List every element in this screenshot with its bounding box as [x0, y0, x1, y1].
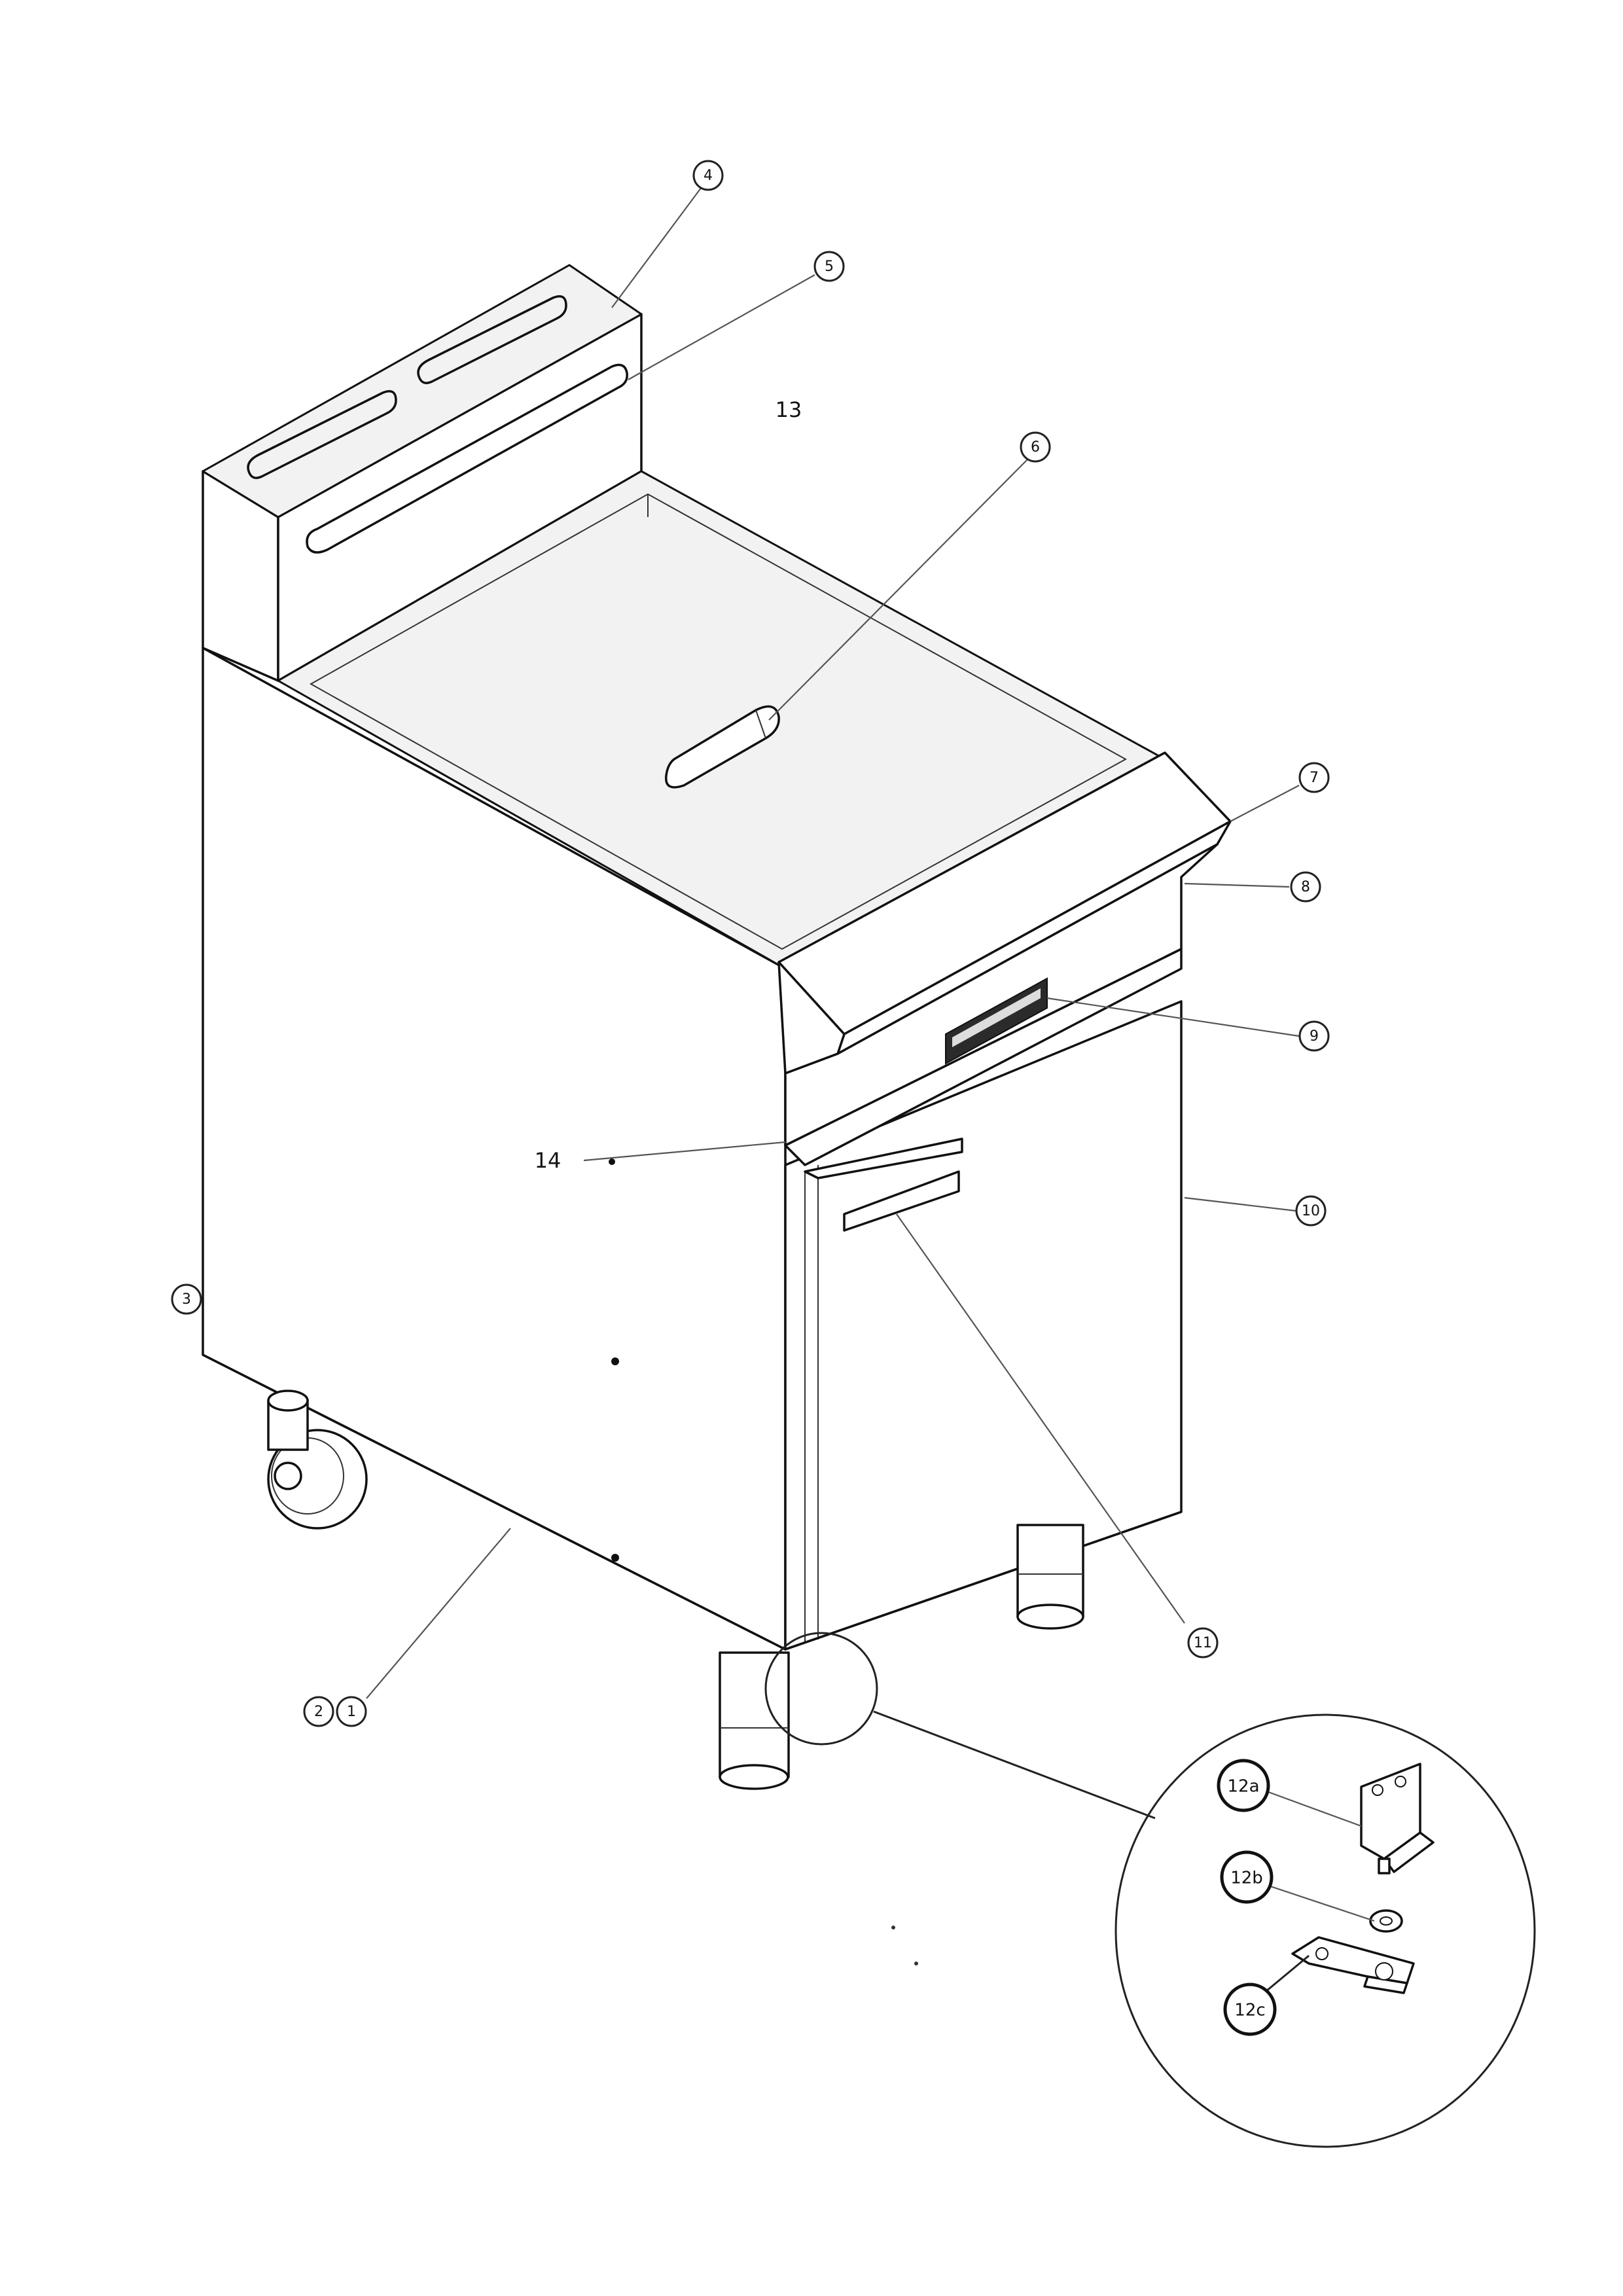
callout-6: 6	[1020, 431, 1051, 463]
callout-11-label: 11	[1194, 1635, 1212, 1651]
callout-3-label: 3	[182, 1291, 191, 1308]
callout-8-label: 8	[1301, 879, 1310, 895]
front-leg	[719, 1651, 790, 1790]
hinge-detail-view	[1115, 1713, 1536, 2148]
callout-12a: 12a	[1217, 1759, 1270, 1812]
door-handle	[804, 1138, 963, 1232]
callout-10: 10	[1295, 1195, 1327, 1227]
callout-12c: 12c	[1223, 1982, 1277, 2036]
callout-11: 11	[1187, 1627, 1219, 1659]
callout-12b-label: 12b	[1230, 1869, 1263, 1888]
control-panel-ledge	[777, 511, 1232, 1166]
leader-lines	[366, 187, 1375, 1992]
callout-9-label: 9	[1310, 1028, 1319, 1045]
callout-2-label: 2	[314, 1704, 323, 1720]
callout-12b: 12b	[1220, 1850, 1274, 1904]
callout-2: 2	[303, 1696, 334, 1727]
callout-12a-label: 12a	[1227, 1777, 1259, 1797]
callout-9: 9	[1298, 1020, 1330, 1052]
caster-wheel	[267, 1390, 368, 1530]
label-14: 14	[535, 1148, 562, 1173]
callout-3: 3	[171, 1283, 202, 1315]
callout-1-label: 1	[347, 1704, 356, 1720]
callout-5: 5	[813, 251, 845, 282]
callout-4-label: 4	[704, 168, 713, 184]
rear-leg	[1016, 1524, 1084, 1630]
callout-10-label: 10	[1302, 1203, 1320, 1219]
callout-5-label: 5	[825, 259, 834, 275]
callout-6-label: 6	[1031, 439, 1040, 456]
callout-7-label: 7	[1310, 770, 1319, 786]
callout-8: 8	[1290, 871, 1321, 903]
callout-4: 4	[692, 160, 724, 191]
callout-1: 1	[336, 1696, 367, 1727]
detail-zoom-ring	[764, 1632, 878, 1746]
label-13: 13	[776, 397, 802, 422]
callout-7: 7	[1298, 762, 1330, 793]
callout-12c-label: 12c	[1234, 2001, 1265, 2020]
